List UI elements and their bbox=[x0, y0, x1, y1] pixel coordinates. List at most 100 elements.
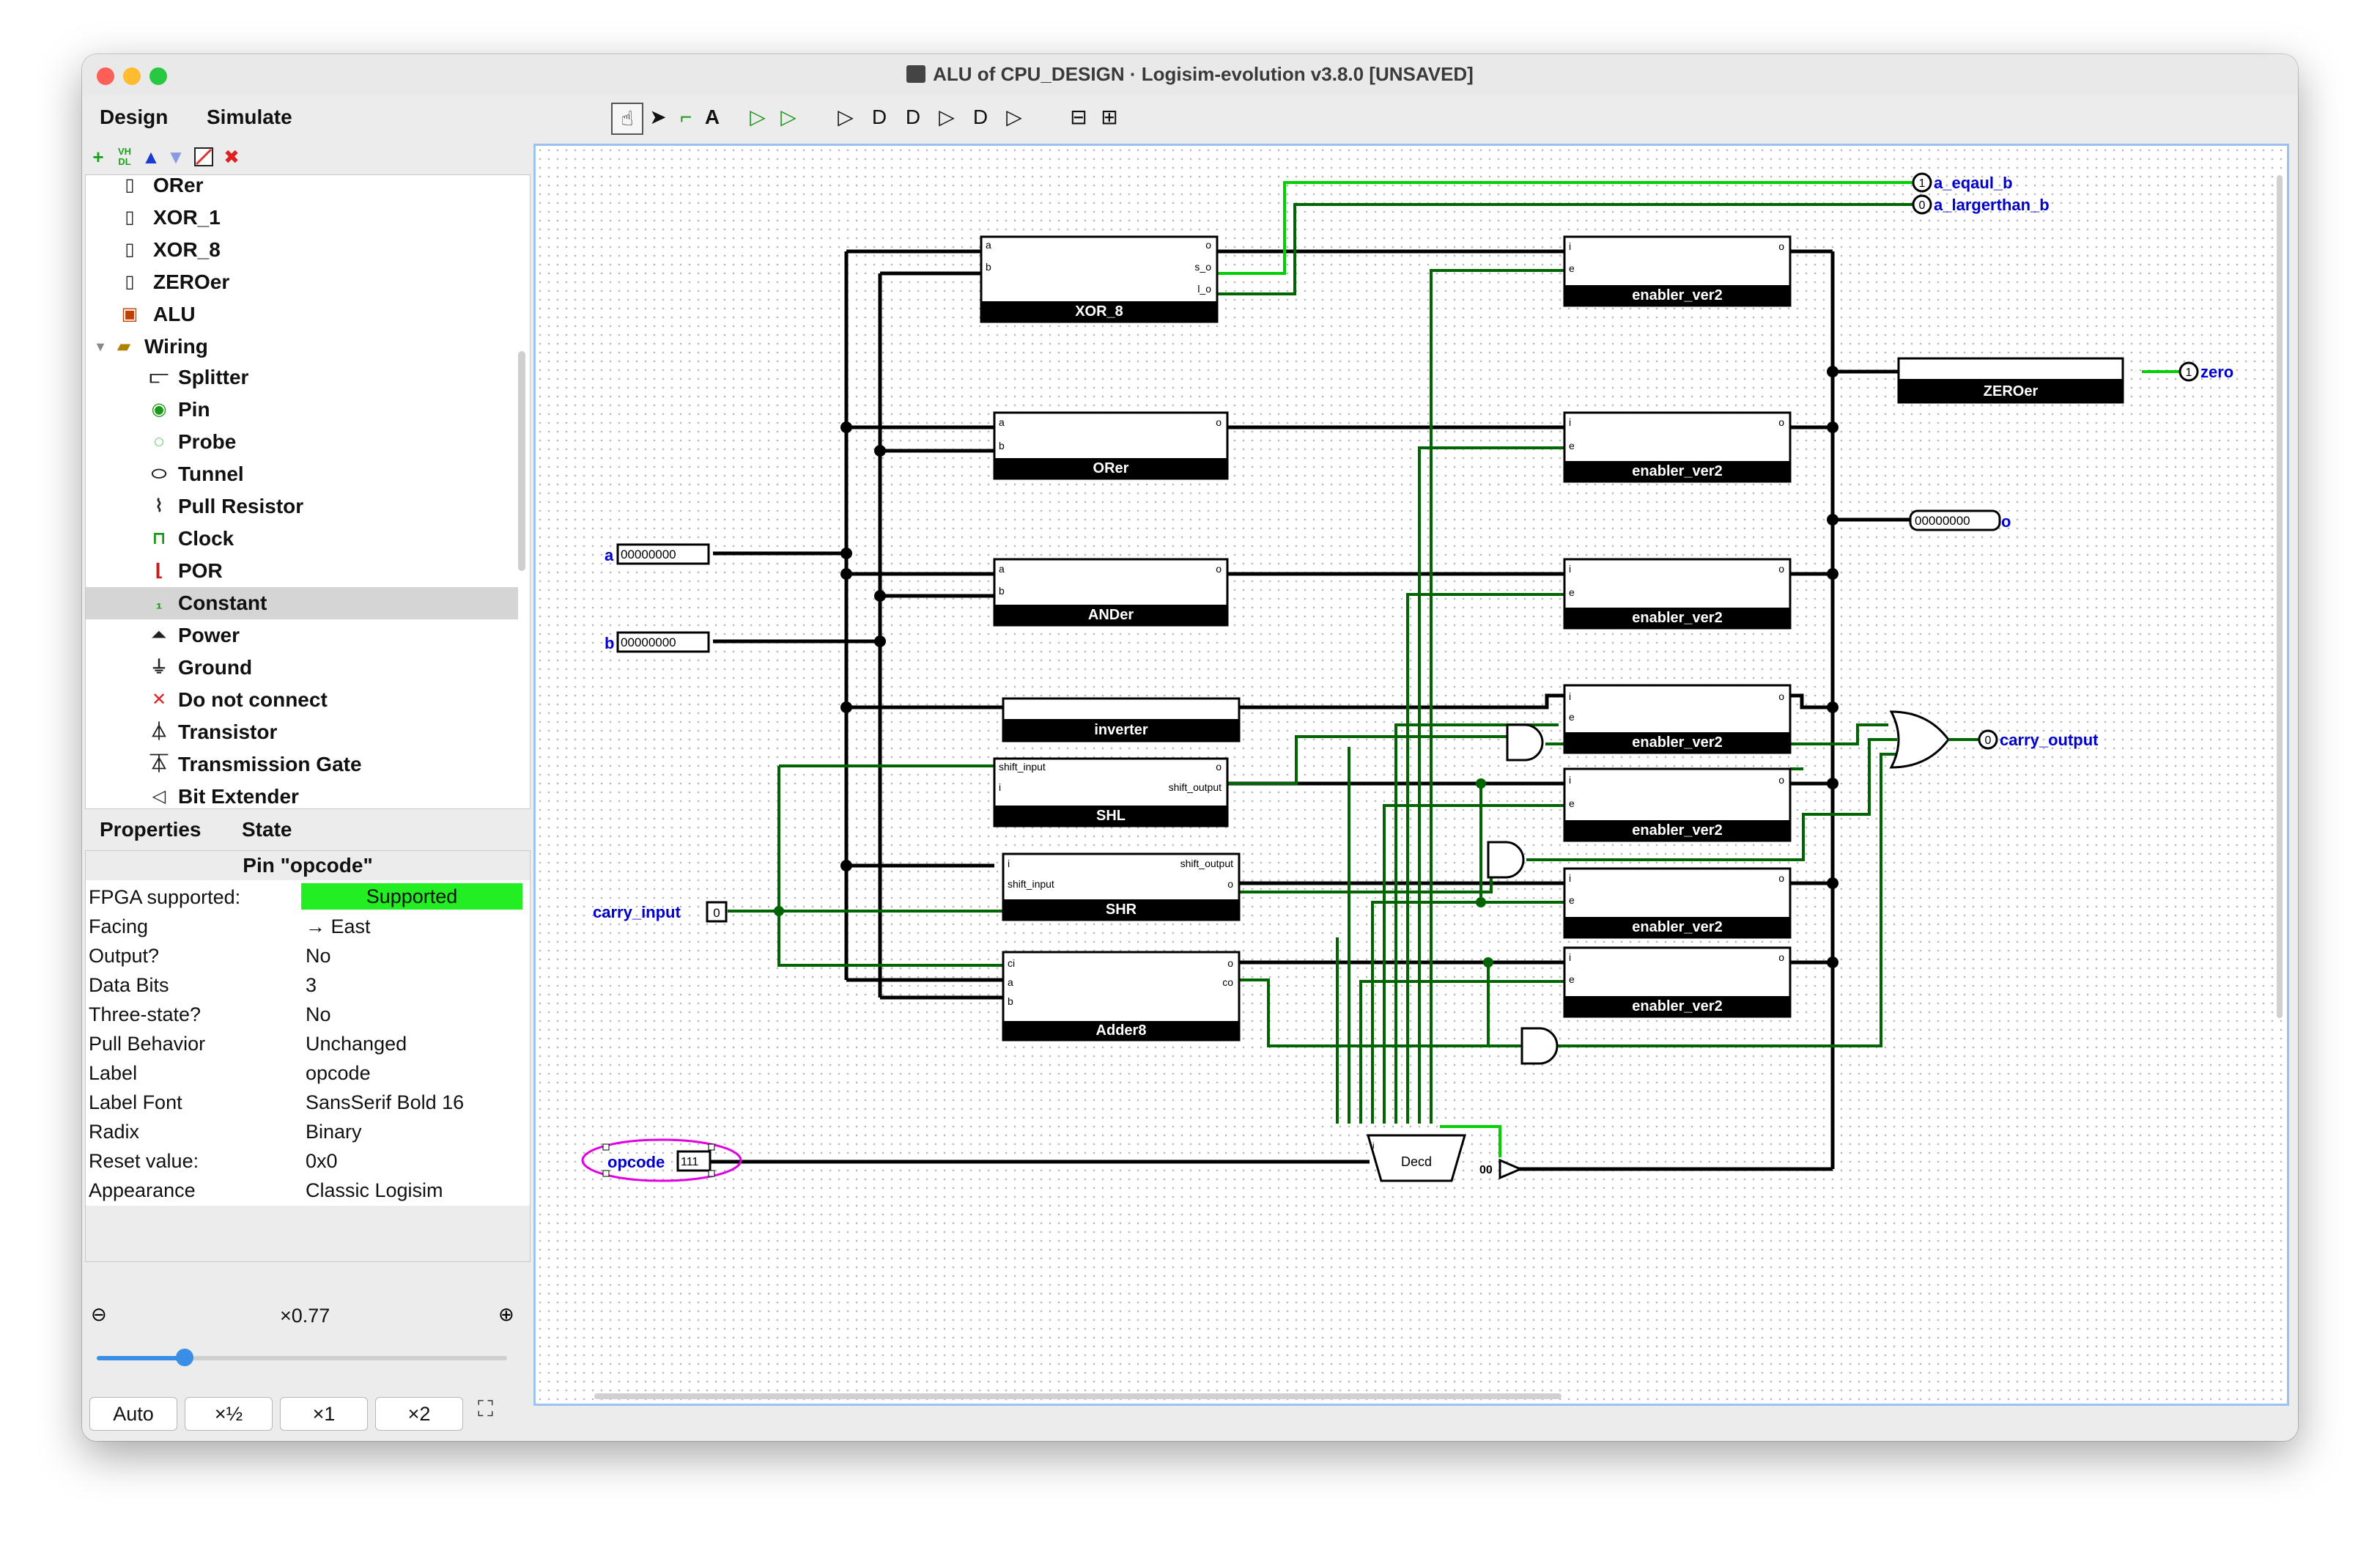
prop-row-radix[interactable]: Radix Binary bbox=[89, 1121, 362, 1143]
decoder[interactable]: Decd i bbox=[1367, 1134, 1466, 1182]
tab-properties[interactable]: Properties bbox=[100, 818, 202, 841]
output-pin-o[interactable]: 00000000 o bbox=[1909, 509, 2011, 531]
input-pin-carry[interactable]: carry_input 0 bbox=[593, 901, 728, 923]
and-gate-3[interactable] bbox=[1520, 1027, 1559, 1065]
block-enabler-2[interactable]: enabler_ver2 i e o bbox=[1563, 411, 1792, 483]
move-up-icon[interactable]: ▲ bbox=[141, 146, 160, 168]
minimize-window-button[interactable] bbox=[123, 67, 141, 85]
prop-row-facing[interactable]: Facing → East bbox=[89, 915, 371, 937]
zoom-auto-button[interactable]: Auto bbox=[89, 1397, 177, 1431]
add-circuit-icon[interactable]: + bbox=[92, 146, 104, 168]
prop-row-reset-value[interactable]: Reset value: 0x0 bbox=[89, 1150, 338, 1172]
and-gate-1[interactable] bbox=[1506, 723, 1544, 762]
edit-appearance-icon[interactable] bbox=[193, 147, 214, 167]
tree-item-probe[interactable]: ◌ Probe bbox=[86, 426, 518, 458]
tree-item-pull-resistor[interactable]: ⌇ Pull Resistor bbox=[86, 490, 518, 523]
and-gate-tool-icon[interactable]: D bbox=[871, 106, 887, 128]
prop-row-three-state[interactable]: Three-state? No bbox=[89, 1003, 331, 1025]
tree-item-orer[interactable]: ▯ ORer bbox=[86, 175, 518, 202]
block-enabler-3[interactable]: enabler_ver2 i e o bbox=[1563, 558, 1792, 630]
tree-item-zeroer[interactable]: ▯ ZEROer bbox=[86, 266, 518, 298]
pin-in-tool-icon[interactable]: ▷ bbox=[750, 106, 766, 128]
input-pin-b[interactable]: b 00000000 bbox=[605, 631, 710, 653]
or-gate-tool-icon[interactable]: D bbox=[905, 106, 921, 128]
block-inverter[interactable]: inverter bbox=[1002, 697, 1241, 742]
tree-item-xor1[interactable]: ▯ XOR_1 bbox=[86, 202, 518, 234]
poke-tool-icon[interactable]: ☝ bbox=[611, 103, 643, 135]
vertical-scrollbar[interactable] bbox=[2277, 175, 2283, 1018]
output-pin-a-eqaul-b[interactable]: 1 a_eqaul_b bbox=[1912, 172, 2013, 193]
delete-icon[interactable]: ✖ bbox=[223, 146, 240, 168]
tree-folder-wiring[interactable]: ▼ ▰ Wiring bbox=[86, 331, 518, 363]
input-pin-a[interactable]: a 00000000 bbox=[605, 543, 710, 565]
pin-out-tool-icon[interactable]: ▷ bbox=[780, 106, 797, 128]
zoom-slider[interactable] bbox=[97, 1349, 522, 1366]
prop-row-label-font[interactable]: Label Font SansSerif Bold 16 bbox=[89, 1091, 465, 1113]
zoom-half-button[interactable]: ×½ bbox=[185, 1397, 273, 1431]
output-pin-zero[interactable]: 1 zero bbox=[2178, 361, 2233, 382]
tree-item-por[interactable]: ⌊ POR bbox=[86, 555, 518, 587]
block-shr[interactable]: SHR i shift_input shift_output o bbox=[1002, 852, 1241, 921]
tree-item-transistor[interactable]: ⏃ Transistor bbox=[150, 720, 278, 743]
tree-item-transmission-gate[interactable]: ⏄ Transmission Gate bbox=[150, 753, 362, 775]
output-pin-a-largerthan-b[interactable]: 0 a_largerthan_b bbox=[1912, 194, 2050, 215]
prop-row-pull-behavior[interactable]: Pull Behavior Unchanged bbox=[89, 1033, 407, 1055]
expand-arrow-icon[interactable]: ▼ bbox=[94, 339, 107, 354]
tree-item-no-connect[interactable]: ✕ Do not connect bbox=[86, 684, 518, 716]
input-pin-opcode[interactable]: opcode 111 bbox=[581, 1138, 742, 1182]
zoom-window-button[interactable] bbox=[149, 67, 167, 85]
or-gate[interactable] bbox=[1889, 710, 1950, 769]
tab-design[interactable]: Design bbox=[100, 106, 169, 128]
and-gate-2[interactable] bbox=[1487, 841, 1525, 879]
tree-item-xor8[interactable]: ▯ XOR_8 bbox=[86, 234, 518, 266]
tree-scrollbar[interactable] bbox=[518, 351, 525, 571]
circuit-canvas[interactable]: XOR_8 a b o s_o l_o ORer a b o bbox=[533, 144, 2289, 1406]
block-enabler-5[interactable]: enabler_ver2 i e o bbox=[1563, 767, 1792, 842]
block-shl[interactable]: SHL shift_input i o shift_output bbox=[993, 757, 1229, 828]
tree-item-alu[interactable]: ▣ ALU bbox=[86, 298, 518, 331]
select-tool-icon[interactable]: ➤ bbox=[649, 106, 667, 128]
block-orer[interactable]: ORer a b o bbox=[993, 411, 1229, 480]
buffer-gate[interactable] bbox=[1498, 1158, 1523, 1180]
block-xor8[interactable]: XOR_8 a b o s_o l_o bbox=[980, 235, 1219, 323]
text-tool-icon[interactable]: A bbox=[704, 106, 720, 128]
prop-row-data-bits[interactable]: Data Bits 3 bbox=[89, 974, 317, 996]
tab-state[interactable]: State bbox=[242, 818, 292, 841]
zoom-one-button[interactable]: ×1 bbox=[280, 1397, 368, 1431]
zoom-in-icon[interactable]: ⊕ bbox=[498, 1303, 514, 1325]
wire-tool-icon[interactable]: ⌐ bbox=[679, 106, 692, 128]
circuit-diagram[interactable]: XOR_8 a b o s_o l_o ORer a b o bbox=[536, 146, 2287, 1404]
block-enabler-4[interactable]: enabler_ver2 i e o bbox=[1563, 684, 1792, 754]
block-enabler-7[interactable]: enabler_ver2 i e o bbox=[1563, 946, 1792, 1018]
prop-row-appearance[interactable]: Appearance Classic Logisim bbox=[89, 1179, 443, 1201]
tree-item-tunnel[interactable]: ⬭ Tunnel bbox=[86, 458, 518, 490]
block-enabler-6[interactable]: enabler_ver2 i e o bbox=[1563, 867, 1792, 939]
close-window-button[interactable] bbox=[97, 67, 114, 85]
block-zeroer[interactable]: ZEROer bbox=[1897, 357, 2124, 404]
tree-item-splitter[interactable]: ⫍ Splitter bbox=[149, 366, 249, 388]
tree-item-bit-extender[interactable]: ◁ Bit Extender bbox=[86, 781, 518, 808]
not-gate-tool-icon[interactable]: ▷ bbox=[838, 106, 854, 128]
add-vhdl-tool-icon[interactable]: ⊞ bbox=[1101, 106, 1118, 128]
zoom-slider-knob[interactable] bbox=[176, 1349, 193, 1366]
prop-row-output[interactable]: Output? No bbox=[89, 945, 331, 967]
fullscreen-icon[interactable]: ⛶ bbox=[478, 1397, 493, 1421]
block-ander[interactable]: ANDer a b o bbox=[993, 558, 1229, 627]
prop-row-label[interactable]: Label opcode bbox=[89, 1062, 371, 1084]
tree-item-constant[interactable]: ₁ Constant bbox=[86, 587, 518, 619]
tab-simulate[interactable]: Simulate bbox=[207, 106, 292, 128]
horizontal-scrollbar[interactable] bbox=[594, 1393, 1562, 1399]
tree-item-clock[interactable]: ⊓ Clock bbox=[86, 523, 518, 555]
tree-item-power[interactable]: ⏶ Power bbox=[86, 619, 518, 652]
zoom-out-icon[interactable]: ⊖ bbox=[91, 1303, 107, 1325]
move-down-icon[interactable]: ▼ bbox=[166, 146, 185, 168]
block-enabler-1[interactable]: enabler_ver2 i e o bbox=[1563, 235, 1792, 307]
tree-item-ground[interactable]: ⏚ Ground bbox=[150, 656, 253, 679]
xor-gate-tool-icon[interactable]: ▷ bbox=[1006, 106, 1022, 128]
block-adder8[interactable]: Adder8 ci a b o co bbox=[1002, 951, 1241, 1042]
nor-gate-tool-icon[interactable]: D bbox=[972, 106, 988, 128]
output-pin-carry[interactable]: 0 carry_output bbox=[1948, 729, 2099, 750]
zoom-two-button[interactable]: ×2 bbox=[375, 1397, 463, 1431]
add-circuit-tool-icon[interactable]: ⊟ bbox=[1070, 106, 1087, 128]
